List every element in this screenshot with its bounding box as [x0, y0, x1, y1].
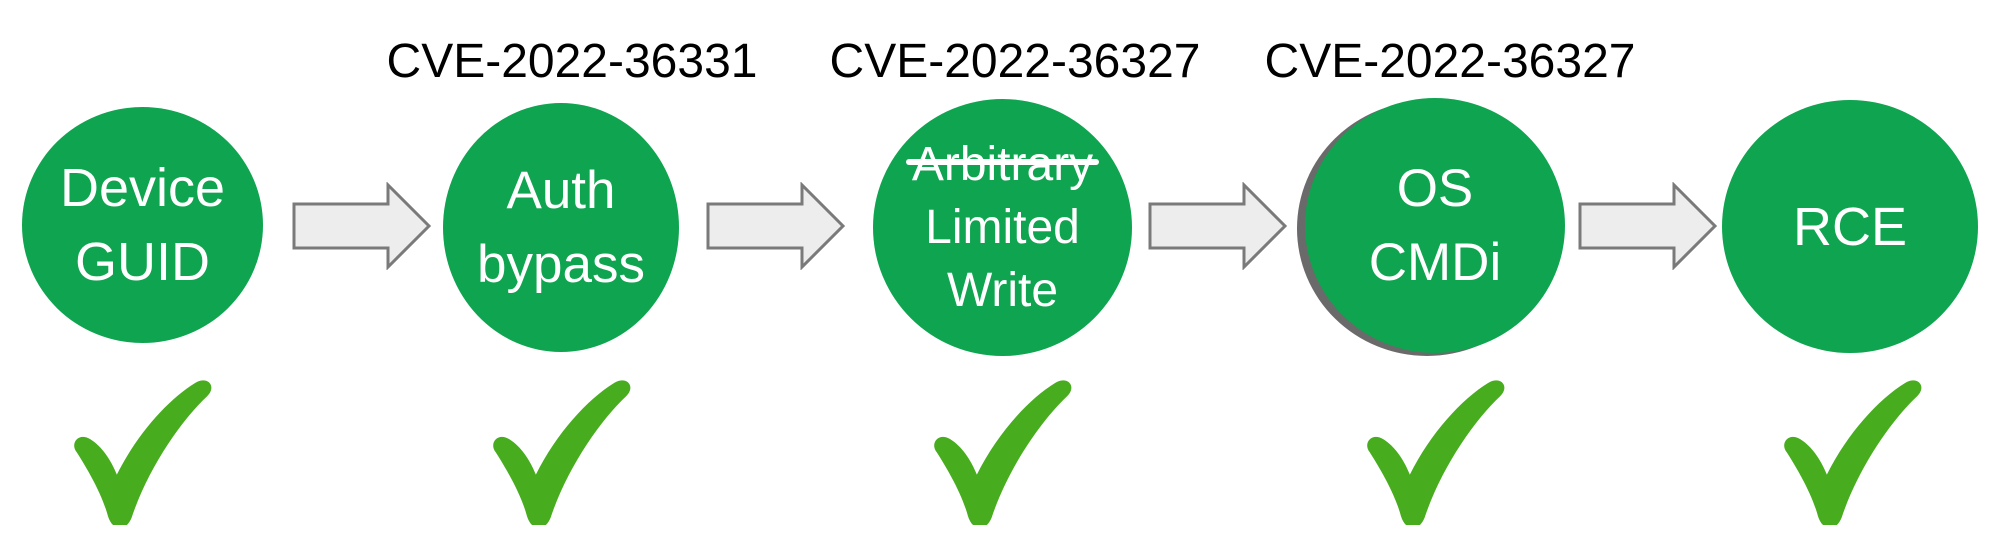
arrow-right-icon [292, 182, 432, 270]
step-circle-limited-write: Arbitrary Limited Write [873, 99, 1132, 356]
circle-text-line-struck: Arbitrary [906, 133, 1099, 196]
step-circle-os-cmdi: OS CMDi [1305, 98, 1565, 353]
cve-label-os-cmdi: CVE-2022-36327 [1264, 35, 1636, 88]
circle-text-line: OS [1396, 158, 1474, 218]
circle-text-line: bypass [477, 234, 645, 294]
checkmark-icon [493, 380, 631, 525]
step-circle-device-guid: Device GUID [22, 107, 263, 343]
cve-label-auth-bypass: CVE-2022-36331 [386, 35, 758, 88]
checkmark-icon [934, 380, 1072, 525]
checkmark-icon [74, 380, 212, 525]
circle-text-line: Auth [506, 160, 616, 220]
arrow-right-icon [1148, 182, 1288, 270]
arrow-right-icon [1578, 182, 1718, 270]
step-circle-auth-bypass: Auth bypass [443, 103, 679, 352]
circle-text-line: GUID [75, 232, 210, 292]
step-circle-rce: RCE [1722, 100, 1978, 353]
cve-label-limited-write: CVE-2022-36327 [829, 35, 1201, 88]
checkmark-icon [1367, 380, 1505, 525]
circle-text-line: CMDi [1368, 232, 1502, 292]
circle-text-line: RCE [1792, 196, 1907, 257]
circle-text-line: Device [59, 158, 226, 218]
arrow-right-icon [706, 182, 846, 270]
circle-text-line: Limited [925, 201, 1080, 254]
checkmark-icon [1784, 380, 1922, 525]
circle-text-line: Write [946, 264, 1059, 317]
